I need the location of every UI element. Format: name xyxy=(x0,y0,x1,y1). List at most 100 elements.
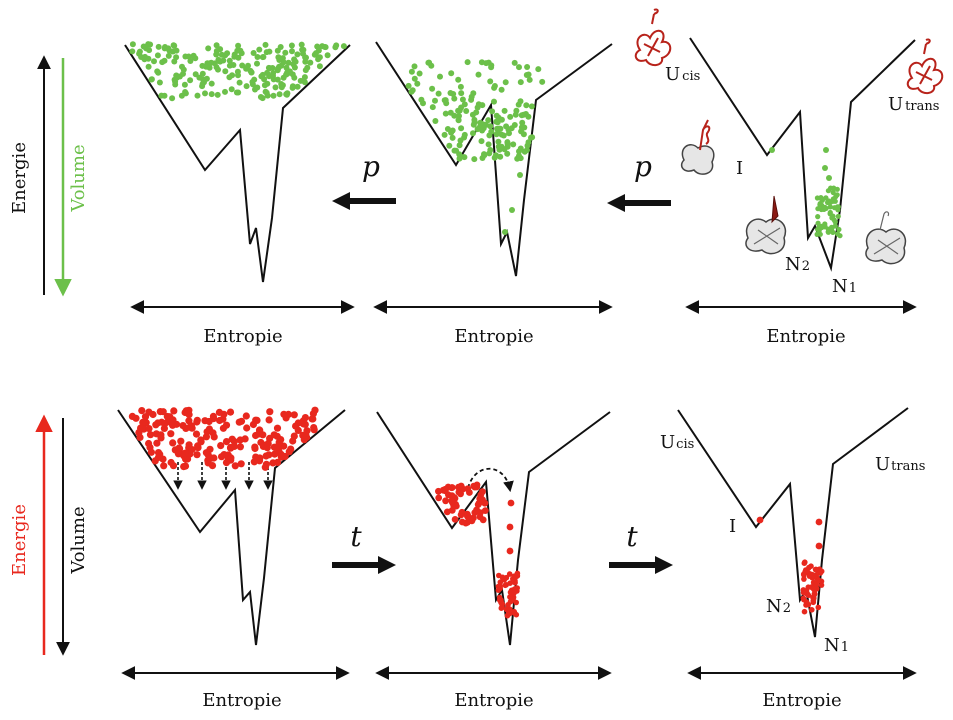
particle xyxy=(830,189,836,196)
particle xyxy=(262,88,269,95)
particle xyxy=(826,175,832,181)
particle xyxy=(493,118,500,125)
particle xyxy=(474,104,481,111)
particle xyxy=(428,62,435,69)
particle xyxy=(429,85,436,92)
particle xyxy=(464,59,471,66)
particle xyxy=(210,415,218,423)
particle xyxy=(457,137,464,144)
intermediate-protein-icon xyxy=(680,119,715,175)
particle xyxy=(456,142,463,149)
particle xyxy=(429,104,436,111)
particle xyxy=(209,429,217,437)
particle xyxy=(180,70,186,77)
particle xyxy=(151,58,157,65)
particle xyxy=(283,91,290,98)
particle xyxy=(217,58,224,65)
particle xyxy=(510,141,517,148)
particle xyxy=(160,462,168,470)
particle xyxy=(483,121,489,128)
particle xyxy=(835,213,841,219)
particle xyxy=(524,147,530,153)
particle xyxy=(451,112,458,119)
particle xyxy=(146,431,155,439)
particle xyxy=(272,84,279,91)
particle xyxy=(535,66,542,73)
particle xyxy=(216,416,224,425)
bottom-red-dots-1 xyxy=(128,406,319,471)
particle xyxy=(138,407,146,415)
particle xyxy=(443,100,450,107)
particle xyxy=(283,64,290,71)
particle xyxy=(528,134,534,141)
top-i-label: I xyxy=(736,158,743,179)
particle xyxy=(475,71,482,78)
particle xyxy=(815,542,823,550)
particle xyxy=(517,79,524,86)
bottom-red-dots-2 xyxy=(435,481,521,619)
particle xyxy=(289,84,296,91)
particle xyxy=(448,484,456,491)
particle xyxy=(213,42,220,49)
particle xyxy=(456,155,463,162)
particle xyxy=(492,152,499,159)
particle xyxy=(496,146,503,153)
particle xyxy=(155,43,162,50)
particle xyxy=(243,83,250,90)
particle xyxy=(507,499,515,507)
particle xyxy=(193,451,201,459)
particle xyxy=(181,449,189,457)
particle xyxy=(474,126,481,133)
particle xyxy=(471,116,478,123)
particle xyxy=(455,483,462,491)
bottom-process-arrow-1 xyxy=(332,556,396,574)
particle xyxy=(432,118,439,124)
particle xyxy=(274,47,281,54)
particle xyxy=(193,416,201,424)
particle xyxy=(498,131,505,138)
particle xyxy=(307,59,314,66)
particle xyxy=(200,76,206,83)
particle xyxy=(276,91,283,98)
particle xyxy=(495,138,502,145)
particle xyxy=(260,54,267,60)
particle xyxy=(446,142,453,149)
particle xyxy=(513,599,519,606)
particle xyxy=(231,462,239,470)
particle xyxy=(185,406,193,414)
particle xyxy=(173,47,180,54)
bottom-utrans-label: Utrans xyxy=(875,454,925,475)
particle xyxy=(831,185,837,191)
particle xyxy=(456,113,462,119)
particle xyxy=(302,67,309,74)
particle xyxy=(525,71,532,78)
particle xyxy=(455,107,462,114)
particle xyxy=(249,420,257,429)
particle xyxy=(170,42,177,49)
particle xyxy=(435,494,443,502)
particle xyxy=(301,74,308,81)
particle xyxy=(829,224,835,230)
bottom-process-label-1: t xyxy=(350,520,362,553)
particle xyxy=(187,58,194,64)
particle xyxy=(470,121,477,128)
particle xyxy=(332,44,339,51)
bottom-red-dots-3 xyxy=(756,516,825,615)
particle xyxy=(507,594,513,600)
particle xyxy=(756,516,764,524)
particle xyxy=(479,496,486,504)
particle xyxy=(818,195,824,201)
particle xyxy=(816,228,822,234)
particle xyxy=(301,79,308,86)
particle xyxy=(278,84,285,91)
top-entropy-label-3: Entropie xyxy=(766,326,845,347)
particle xyxy=(270,76,277,83)
particle xyxy=(432,97,438,104)
particle xyxy=(441,131,448,138)
particle xyxy=(506,547,514,555)
particle xyxy=(477,119,484,126)
particle xyxy=(182,53,189,60)
particle xyxy=(448,129,455,136)
